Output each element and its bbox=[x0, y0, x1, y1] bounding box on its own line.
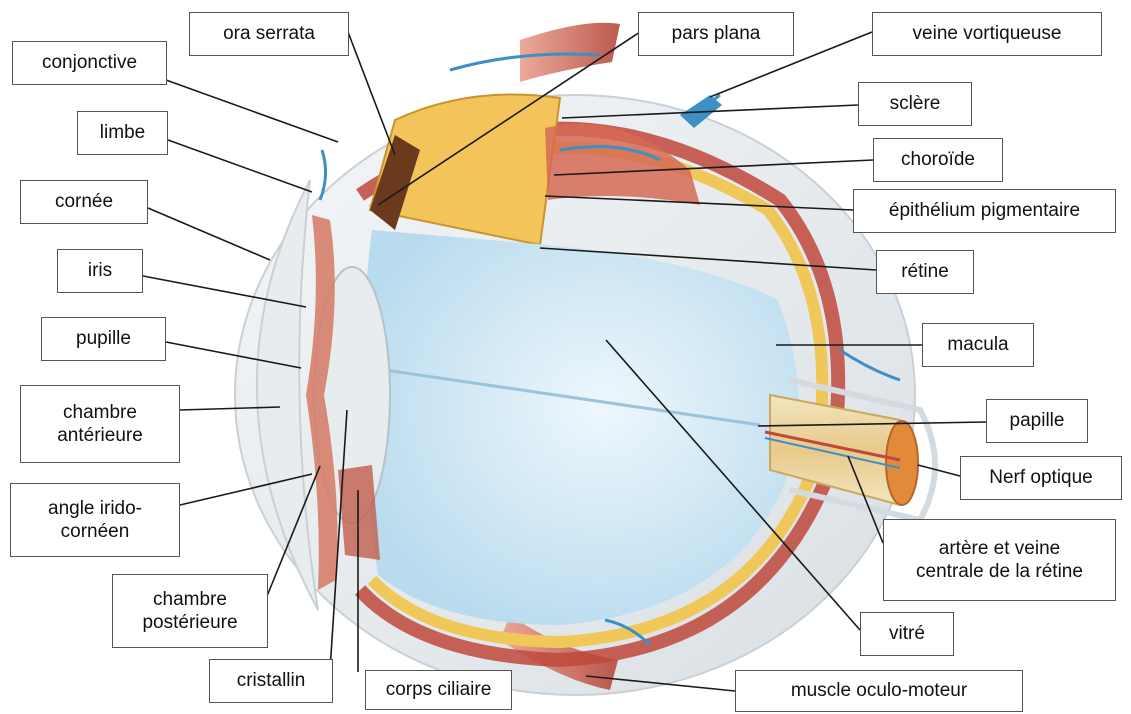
label-chambre-anterieure-line2: antérieure bbox=[57, 424, 143, 447]
label-macula: macula bbox=[922, 323, 1034, 367]
label-epithelium-text: épithélium pigmentaire bbox=[889, 200, 1080, 222]
label-sclere: sclère bbox=[858, 82, 972, 126]
label-cristallin: cristallin bbox=[209, 659, 333, 703]
label-artere-veine-line2: centrale de la rétine bbox=[916, 560, 1083, 583]
optic-nerve-end-shape bbox=[886, 421, 918, 505]
label-cornee: cornée bbox=[20, 180, 148, 224]
label-limbe: limbe bbox=[77, 111, 168, 155]
label-chambre-anterieure-line1: chambre bbox=[63, 401, 137, 424]
label-corps-ciliaire-text: corps ciliaire bbox=[386, 679, 492, 701]
label-papille: papille bbox=[986, 399, 1088, 443]
label-nerf-optique: Nerf optique bbox=[960, 456, 1122, 500]
label-angle-line2: cornéen bbox=[61, 520, 130, 543]
label-sclere-text: sclère bbox=[890, 93, 941, 115]
label-vitre-text: vitré bbox=[889, 623, 925, 645]
label-artere-veine-line1: artère et veine bbox=[939, 537, 1060, 560]
label-muscle-oculo-moteur: muscle oculo-moteur bbox=[735, 670, 1023, 712]
label-chambre-posterieure-line1: chambre bbox=[153, 588, 227, 611]
label-pupille-text: pupille bbox=[76, 328, 131, 350]
label-chambre-posterieure-line2: postérieure bbox=[142, 611, 237, 634]
label-pars-plana-text: pars plana bbox=[672, 23, 761, 45]
label-artere-veine: artère et veine centrale de la rétine bbox=[883, 519, 1116, 601]
label-cristallin-text: cristallin bbox=[237, 670, 306, 692]
label-retine: rétine bbox=[876, 250, 974, 294]
label-muscle-text: muscle oculo-moteur bbox=[791, 680, 967, 702]
label-nerf-optique-text: Nerf optique bbox=[989, 467, 1093, 489]
label-macula-text: macula bbox=[947, 334, 1008, 356]
label-veine-vortiqueuse-text: veine vortiqueuse bbox=[913, 23, 1062, 45]
label-choroide-text: choroïde bbox=[901, 149, 975, 171]
label-limbe-text: limbe bbox=[100, 122, 145, 144]
label-vitre: vitré bbox=[860, 612, 954, 656]
label-retine-text: rétine bbox=[901, 261, 949, 283]
label-chambre-posterieure: chambre postérieure bbox=[112, 574, 268, 648]
label-cornee-text: cornée bbox=[55, 191, 113, 213]
label-ora-serrata: ora serrata bbox=[189, 12, 349, 56]
label-epithelium-pigmentaire: épithélium pigmentaire bbox=[853, 189, 1116, 233]
label-angle-line1: angle irido- bbox=[48, 497, 142, 520]
label-papille-text: papille bbox=[1010, 410, 1065, 432]
label-pars-plana: pars plana bbox=[638, 12, 794, 56]
label-conjonctive-text: conjonctive bbox=[42, 52, 137, 74]
label-iris-text: iris bbox=[88, 260, 112, 282]
label-conjonctive: conjonctive bbox=[12, 41, 167, 85]
label-angle-irido-corneen: angle irido- cornéen bbox=[10, 483, 180, 557]
label-choroide: choroïde bbox=[873, 138, 1003, 182]
label-ora-serrata-text: ora serrata bbox=[223, 23, 315, 45]
label-corps-ciliaire: corps ciliaire bbox=[365, 670, 512, 710]
superior-muscle-shape bbox=[520, 23, 620, 82]
label-veine-vortiqueuse: veine vortiqueuse bbox=[872, 12, 1102, 56]
label-pupille: pupille bbox=[41, 317, 166, 361]
label-chambre-anterieure: chambre antérieure bbox=[20, 385, 180, 463]
label-iris: iris bbox=[57, 249, 143, 293]
